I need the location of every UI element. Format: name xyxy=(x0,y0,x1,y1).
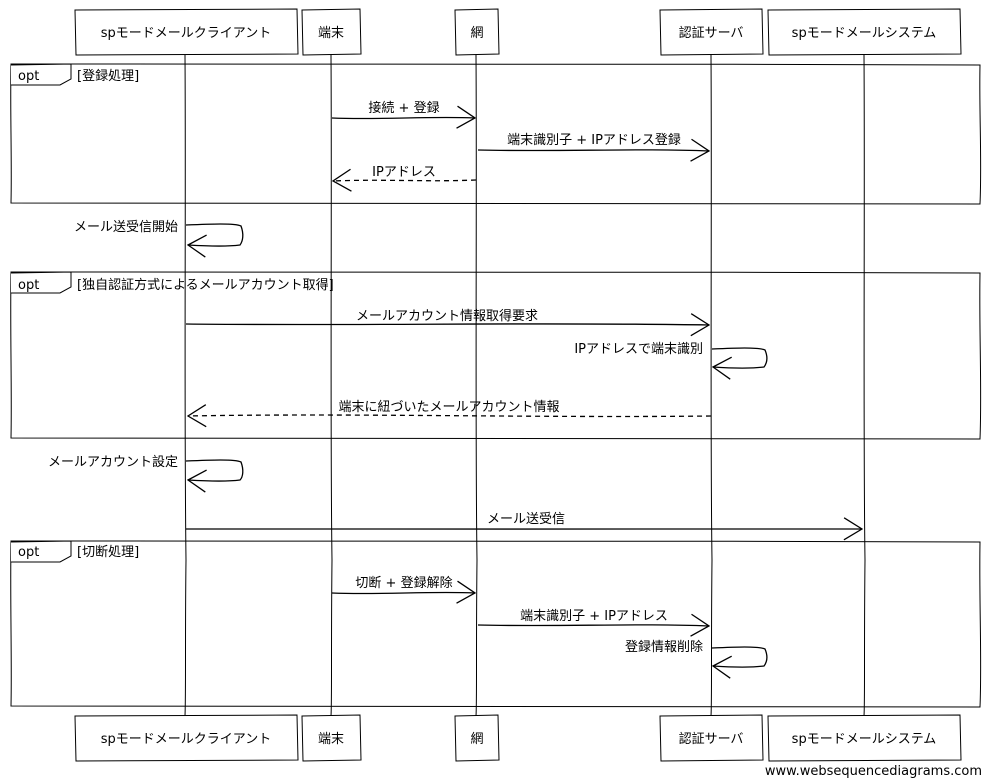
fragment-condition: [切断処理] xyxy=(77,545,139,560)
participant-label: 端末 xyxy=(318,26,344,41)
fragment-opt-registration: opt [登録処理] xyxy=(10,63,982,205)
participant-net[interactable]: 網 xyxy=(454,8,500,56)
participant-client[interactable]: spモードメールクライアント xyxy=(74,8,299,56)
message-label: 端末識別子 + IPアドレス xyxy=(520,609,668,624)
fragment-opt-disconnect: opt [切断処理] xyxy=(10,540,982,708)
fragment-type: opt xyxy=(18,278,39,293)
participant-label: spモードメールクライアント xyxy=(101,732,272,747)
message-label: メール送受信 xyxy=(487,512,565,527)
participant-label: 認証サーバ xyxy=(679,731,744,747)
participant-label: spモードメールシステム xyxy=(792,26,937,41)
message-arrow xyxy=(333,180,477,181)
participant-system-bottom[interactable]: spモードメールシステム xyxy=(767,714,962,762)
message-label: メールアカウント設定 xyxy=(48,454,178,470)
participant-terminal-bottom[interactable]: 端末 xyxy=(301,714,362,762)
message-arrow xyxy=(331,592,475,593)
lifeline-system xyxy=(863,54,866,717)
lifeline-auth xyxy=(710,54,713,717)
watermark-link[interactable]: www.websequencediagrams.com xyxy=(764,764,982,779)
lifelines xyxy=(184,54,866,717)
fragment-type: opt xyxy=(18,69,39,84)
message-label: IPアドレス xyxy=(372,165,436,180)
lifeline-client xyxy=(184,54,187,717)
message-arrow xyxy=(331,117,475,118)
message-self-arrow xyxy=(185,459,244,481)
participant-auth-bottom[interactable]: 認証サーバ xyxy=(659,714,764,762)
participants-bottom: spモードメールクライアント 端末 網 認証サーバ spモードメールシステム xyxy=(74,714,962,762)
participant-net-bottom[interactable]: 網 xyxy=(454,714,500,762)
fragment-type: opt xyxy=(18,545,39,560)
message-label: IPアドレスで端末識別 xyxy=(574,342,703,357)
message-labels: 接続 + 登録 端末識別子 + IPアドレス登録 IPアドレス メール送受信開始… xyxy=(48,100,703,655)
message-self-arrow xyxy=(712,347,768,368)
fragment-condition: [独自認証方式によるメールアカウント取得] xyxy=(77,277,334,293)
participant-terminal[interactable]: 端末 xyxy=(301,8,362,56)
fragment-condition: [登録処理] xyxy=(77,69,139,84)
participant-label: 網 xyxy=(470,26,483,41)
message-label: 端末に紐づいたメールアカウント情報 xyxy=(338,400,559,415)
participant-label: 網 xyxy=(470,732,483,747)
messages xyxy=(185,117,862,667)
message-arrow xyxy=(188,415,712,416)
message-label: 切断 + 登録解除 xyxy=(355,576,452,591)
participant-system[interactable]: spモードメールシステム xyxy=(767,8,962,56)
message-arrow xyxy=(185,324,709,325)
message-arrow xyxy=(185,528,862,529)
fragment-opt-account: opt [独自認証方式によるメールアカウント取得] xyxy=(10,271,982,440)
lifeline-terminal xyxy=(330,54,333,717)
lifeline-net xyxy=(475,54,478,717)
message-arrow xyxy=(477,625,709,626)
message-label: メール送受信開始 xyxy=(74,220,178,235)
message-label: 登録情報削除 xyxy=(625,640,703,655)
participant-auth[interactable]: 認証サーバ xyxy=(659,8,764,56)
message-self-arrow xyxy=(185,223,244,246)
message-label: 端末識別子 + IPアドレス登録 xyxy=(507,133,681,148)
participant-label: 端末 xyxy=(318,732,344,747)
message-arrow xyxy=(477,150,709,151)
participant-label: spモードメールクライアント xyxy=(101,26,272,41)
message-self-arrow xyxy=(712,646,768,667)
participant-label: spモードメールシステム xyxy=(792,732,937,747)
participant-label: 認証サーバ xyxy=(679,25,744,41)
participants-top: spモードメールクライアント 端末 網 認証サーバ spモードメールシステム xyxy=(74,8,962,56)
message-label: メールアカウント情報取得要求 xyxy=(356,308,538,324)
participant-client-bottom[interactable]: spモードメールクライアント xyxy=(74,714,299,762)
message-label: 接続 + 登録 xyxy=(368,100,439,116)
